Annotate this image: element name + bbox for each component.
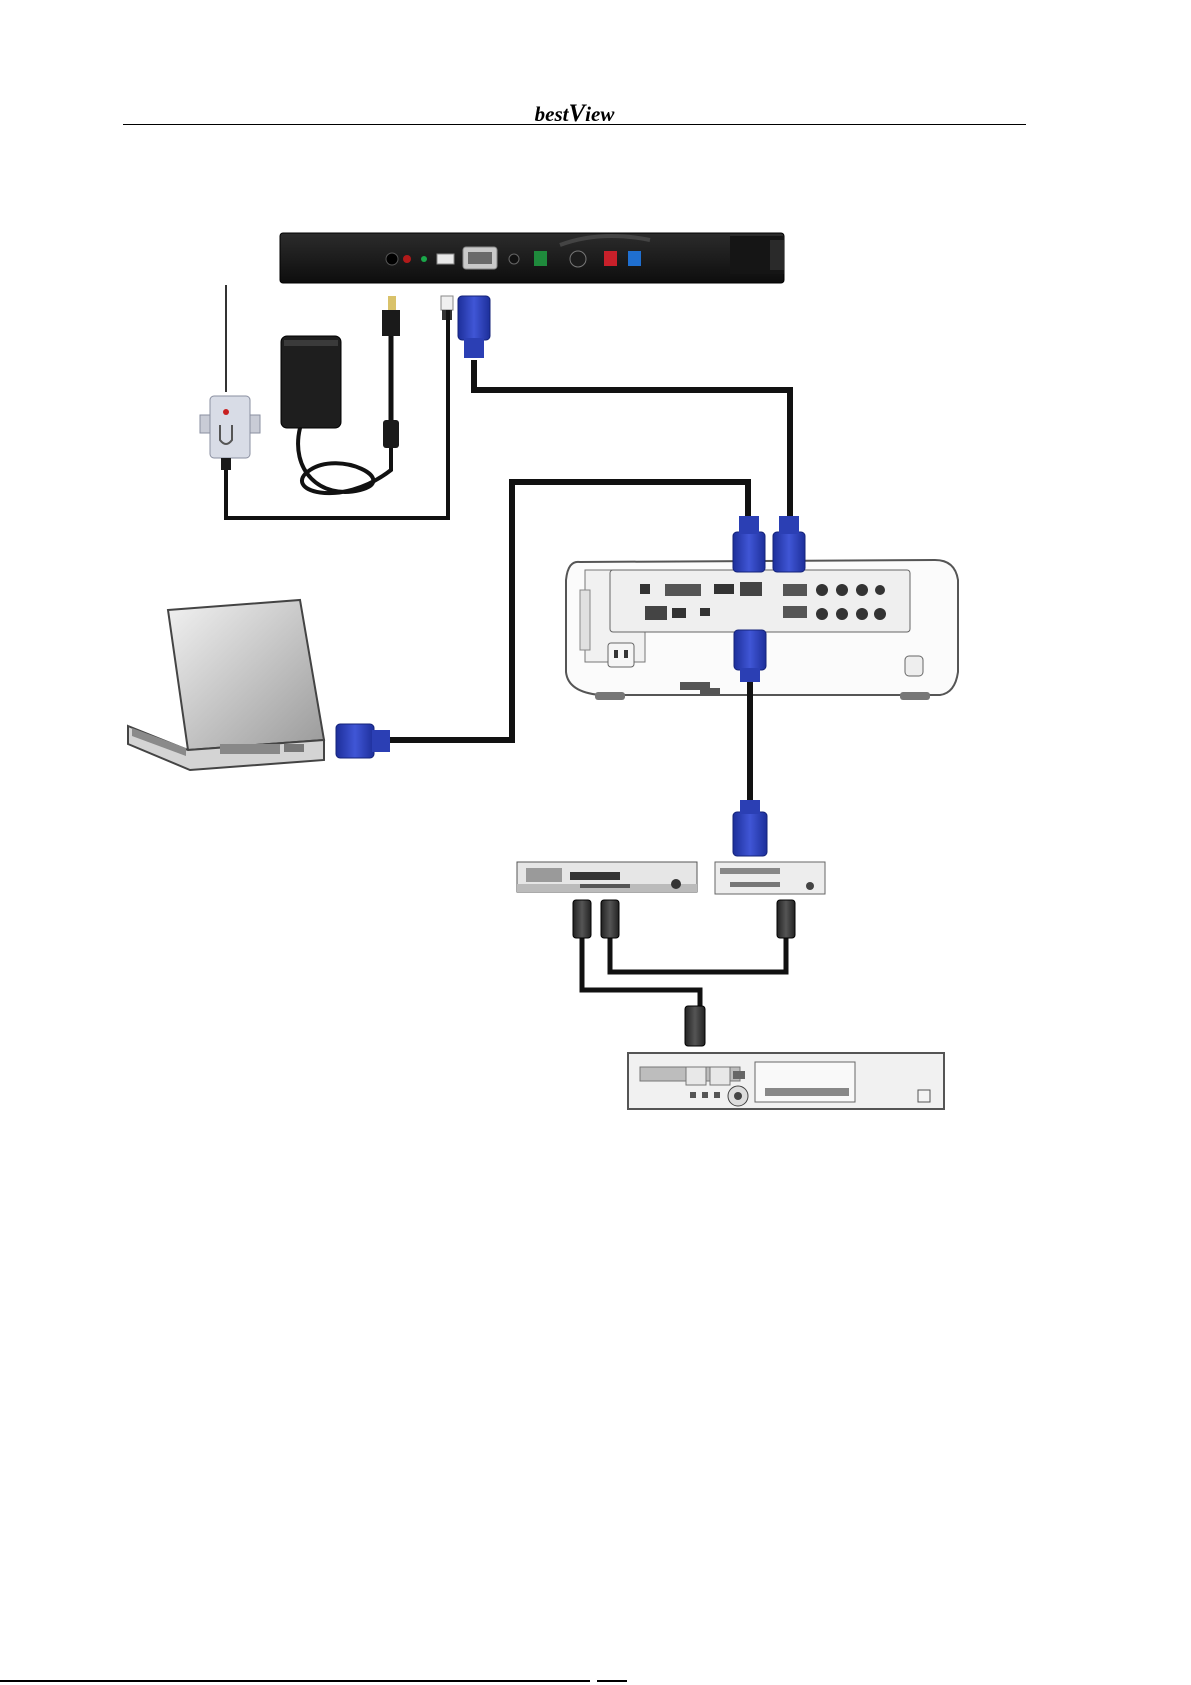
hdmi-connector-player-1 [573,900,591,938]
vga-connector-projector-1 [733,516,765,572]
vga-connector-bar [458,296,490,358]
vga-connector-settopbox [733,800,767,856]
dc-plug [382,296,400,448]
power-adapter [281,336,391,493]
footer-rule [0,1680,590,1682]
hdmi-cable-player-to-settopbox [610,936,786,972]
laptop [128,600,324,770]
vga-connector-laptop [336,724,390,758]
hdmi-connector-recorder [685,1006,705,1046]
wireless-receiver [200,285,260,470]
media-recorder [628,1053,944,1109]
hdmi-connector-player-2 [601,900,619,938]
dvd-player [517,862,697,892]
vga-connector-projector-2 [773,516,805,572]
vga-cable-bar-to-projector [474,360,790,540]
footer-rule-short [597,1680,627,1682]
interactive-bar-device [280,233,784,283]
hdmi-connector-settopbox [777,900,795,938]
set-top-box [715,862,825,894]
